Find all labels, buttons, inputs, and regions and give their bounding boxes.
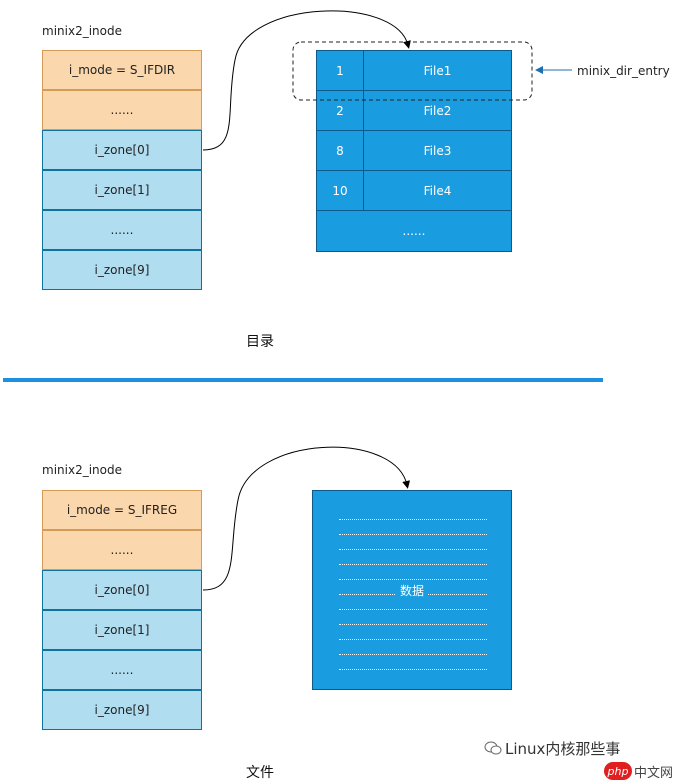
wechat-icon bbox=[484, 741, 502, 755]
top-inode-zone1: i_zone[1] bbox=[42, 170, 202, 210]
data-label: 数据 bbox=[313, 582, 511, 599]
bottom-inode-mode: i_mode = S_IFREG bbox=[42, 490, 202, 530]
data-dots bbox=[339, 609, 487, 610]
dir-entry-highlight bbox=[292, 41, 533, 101]
top-inode-ellipsis: ...... bbox=[42, 90, 202, 130]
dir-entry-filename: File4 bbox=[423, 183, 452, 198]
section-divider bbox=[3, 378, 603, 382]
dir-entry-inode-num: 2 bbox=[317, 91, 364, 130]
top-inode-zone0: i_zone[0] bbox=[42, 130, 202, 170]
data-dots bbox=[339, 564, 487, 565]
bottom-inode-ellipsis: ...... bbox=[42, 530, 202, 570]
data-label-text: 数据 bbox=[395, 584, 428, 598]
bottom-inode-zone0: i_zone[0] bbox=[42, 570, 202, 610]
top-inode-zone9: i_zone[9] bbox=[42, 250, 202, 290]
dir-entry-filename: File3 bbox=[423, 143, 452, 158]
dir-entry-row: 8 File3 bbox=[317, 131, 511, 171]
dir-entry-filename: File1 bbox=[423, 63, 452, 78]
site-name: 中文网 bbox=[634, 766, 674, 781]
data-dots bbox=[339, 639, 487, 640]
minix-dir-entry-label: minix_dir_entry bbox=[577, 64, 670, 78]
bottom-inode-zone1: i_zone[1] bbox=[42, 610, 202, 650]
top-inode-mode: i_mode = S_IFDIR bbox=[42, 50, 202, 90]
dir-entry-inode-num: 1 bbox=[317, 51, 364, 90]
data-dots bbox=[339, 654, 487, 655]
dir-caption: 目录 bbox=[246, 334, 274, 350]
top-inode-title: minix2_inode bbox=[42, 24, 122, 38]
dir-entry-row: 1 File1 bbox=[317, 51, 511, 91]
top-zone-arrow bbox=[202, 10, 411, 151]
bottom-inode-title: minix2_inode bbox=[42, 463, 122, 477]
dir-entry-more: ...... bbox=[317, 211, 511, 251]
data-dots bbox=[339, 579, 487, 580]
data-dots bbox=[339, 669, 487, 670]
bottom-inode-zone9: i_zone[9] bbox=[42, 690, 202, 730]
bottom-zone-arrow bbox=[202, 446, 411, 591]
dir-entry-row: 2 File2 bbox=[317, 91, 511, 131]
top-inode-zone-ellipsis: ...... bbox=[42, 210, 202, 250]
dir-entry-table: 1 File1 2 File2 8 File3 10 File4 ...... bbox=[316, 50, 512, 252]
file-data-block: 数据 bbox=[312, 490, 512, 690]
dir-entry-filename: File2 bbox=[423, 103, 452, 118]
dir-entry-inode-num: 8 bbox=[317, 131, 364, 170]
data-dots bbox=[339, 534, 487, 535]
php-logo: php bbox=[604, 762, 632, 780]
data-dots bbox=[339, 549, 487, 550]
data-dots bbox=[339, 519, 487, 520]
dir-entry-inode-num: 10 bbox=[317, 171, 364, 210]
data-dots bbox=[339, 624, 487, 625]
dir-entry-row: 10 File4 bbox=[317, 171, 511, 211]
file-caption: 文件 bbox=[246, 765, 274, 781]
watermark-text: Linux内核那些事 bbox=[505, 740, 621, 758]
bottom-inode-zone-ellipsis: ...... bbox=[42, 650, 202, 690]
